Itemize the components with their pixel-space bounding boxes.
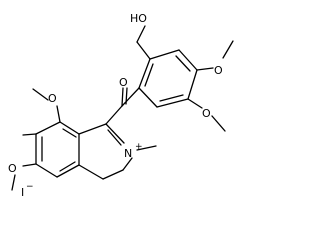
methoxy-oxygen-lower-label: O (202, 107, 211, 120)
methoxy-oxygen-left-lower-label: O (8, 162, 17, 175)
nitrogen-charge: + (135, 142, 143, 152)
bond-lines (11, 25, 234, 191)
methoxy-oxygen-upper-label: O (214, 64, 223, 77)
nitrogen-label: N (124, 147, 132, 160)
hydroxyl-label: HO (130, 12, 147, 25)
methoxy-oxygen-left-upper-label: O (48, 92, 57, 105)
iodide-charge: − (26, 182, 34, 192)
chemical-structure: HO O O O O O N + I − (8, 12, 234, 199)
ketone-oxygen-label: O (119, 76, 128, 89)
iodide-label: I (21, 186, 24, 199)
